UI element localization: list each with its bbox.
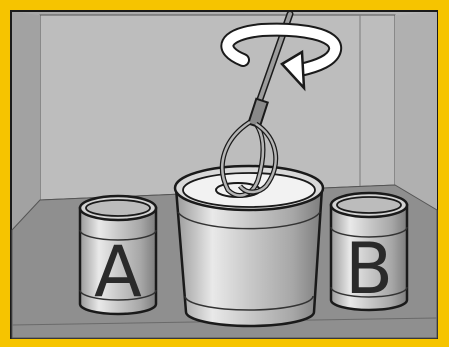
can-a-label: A (94, 231, 142, 313)
can-b: B (331, 193, 407, 310)
can-a: A (80, 196, 156, 314)
can-b-label: B (345, 228, 393, 310)
